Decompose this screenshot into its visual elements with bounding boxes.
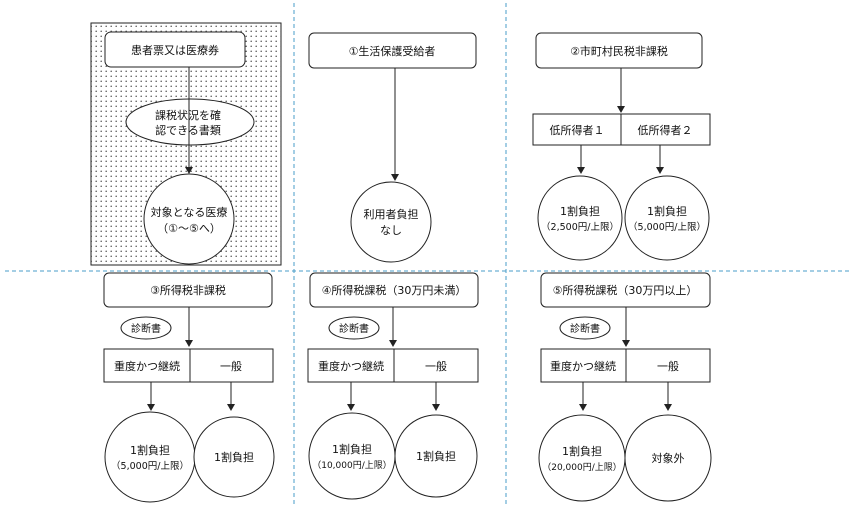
panel-5-sub-box-right — [625, 348, 711, 383]
legend-middle-ellipse — [125, 98, 255, 146]
panel-5-doc-label: 診断書 — [570, 322, 600, 335]
panel-2-left-line2: （2,500円/上限） — [541, 221, 619, 233]
panel-4-doc-label: 診断書 — [339, 322, 369, 335]
panel-2-result-circle-left — [537, 175, 623, 261]
panel-2-municipal-nontaxable: ②市町村民税非課税 低所得者１ 低所得者２ 1割負担 （2,500円/上限） 1… — [532, 32, 711, 261]
panel-5-result-circle-left — [538, 414, 626, 502]
panel-1-title: ①生活保護受給者 — [349, 44, 436, 58]
panel-5-result-circle-right — [624, 414, 712, 502]
panel-5-left-line2: （20,000円/上限） — [542, 462, 622, 473]
panel-2-sub-left-label: 低所得者１ — [550, 124, 605, 137]
panel-4-left-line1: 1割負担 — [332, 442, 372, 456]
panel-4-income-taxable-under-300k: ④所得税課税（30万円未満） 診断書 重度かつ継続 一般 1割負担 （10,00… — [307, 272, 479, 500]
panel-2-right-line1: 1割負担 — [647, 204, 687, 218]
panel-3-right-line1: 1割負担 — [214, 450, 254, 464]
panel-3-sub-left-label: 重度かつ継続 — [114, 359, 180, 373]
panel-4-sub-right-label: 一般 — [425, 360, 447, 373]
panel-1-title-box — [308, 32, 477, 69]
panel-2-right-line2: （5,000円/上限） — [628, 221, 706, 233]
panel-4-result-circle-left — [308, 412, 396, 500]
panel-4-result-circle-right — [394, 414, 478, 498]
panel-5-sub-right-label: 一般 — [657, 360, 679, 373]
panel-2-left-line1: 1割負担 — [560, 204, 600, 218]
legend-top-box — [104, 31, 246, 68]
panel-4-sub-box-left — [307, 348, 395, 383]
panel-5-left-line1: 1割負担 — [562, 444, 602, 458]
panel-4-sub-box-right — [393, 348, 479, 383]
panel-3-result-circle-left — [104, 411, 196, 503]
panel-3-title-box — [103, 272, 273, 308]
panel-4-right-line1: 1割負担 — [416, 449, 456, 463]
panel-5-title: ⑤所得税課税（30万円以上） — [553, 283, 698, 297]
panel-3-left-line2: （5,000円/上限） — [111, 460, 189, 472]
panel-4-left-line2: （10,000円/上限） — [312, 460, 392, 471]
panel-5-sub-left-label: 重度かつ継続 — [550, 359, 616, 373]
panel-5-income-taxable-over-300k: ⑤所得税課税（30万円以上） 診断書 重度かつ継続 一般 1割負担 （20,00… — [538, 272, 712, 502]
panel-4-sub-left-label: 重度かつ継続 — [318, 359, 384, 373]
legend-bottom-line2: （①～⑤へ） — [157, 222, 221, 235]
panel-3-sub-box-right — [189, 348, 274, 383]
panel-3-left-line1: 1割負担 — [130, 443, 170, 457]
panel-3-title: ③所得税非課税 — [150, 283, 226, 297]
legend-middle-line2: 認できる書類 — [155, 123, 221, 137]
panel-3-result-circle-right — [193, 416, 275, 498]
legend-bottom-line1: 対象となる医療 — [151, 205, 228, 219]
legend-middle-line1: 課税状況を確 — [155, 108, 221, 122]
panel-2-sub-box-left — [532, 113, 622, 146]
legend-panel: 患者票又は医療券 課税状況を確 認できる書類 対象となる医療 （①～⑤へ） — [90, 22, 282, 266]
panel-3-sub-box-left — [103, 348, 191, 383]
panel-2-title: ②市町村民税非課税 — [570, 44, 668, 58]
legend-bottom-circle — [143, 173, 235, 265]
panel-2-sub-box-right — [620, 113, 711, 146]
panel-4-title: ④所得税課税（30万円未満） — [322, 283, 467, 297]
panel-5-doc-ellipse — [559, 316, 611, 340]
panel-dividers — [5, 3, 852, 505]
panel-1-result-line1: 利用者負担 — [364, 207, 419, 221]
panel-1-result-circle — [350, 181, 432, 263]
panel-2-sub-right-label: 低所得者２ — [638, 124, 693, 137]
panel-1-result-line2: なし — [380, 224, 402, 237]
panel-4-title-box — [309, 272, 479, 308]
panel-1-welfare: ①生活保護受給者 利用者負担 なし — [308, 32, 477, 263]
panel-5-sub-box-left — [540, 348, 627, 383]
panel-5-right-line1: 対象外 — [652, 451, 685, 465]
panel-2-result-circle-right — [624, 175, 710, 261]
panel-3-doc-label: 診断書 — [131, 322, 161, 335]
panel-2-title-box — [535, 32, 703, 69]
panel-3-doc-ellipse — [120, 316, 172, 340]
panel-4-doc-ellipse — [328, 316, 380, 340]
panel-3-sub-right-label: 一般 — [220, 360, 242, 373]
legend-top-label: 患者票又は医療券 — [131, 43, 219, 57]
panel-3-income-nontaxable: ③所得税非課税 診断書 重度かつ継続 一般 1割負担 （5,000円/上限） 1… — [103, 272, 275, 503]
